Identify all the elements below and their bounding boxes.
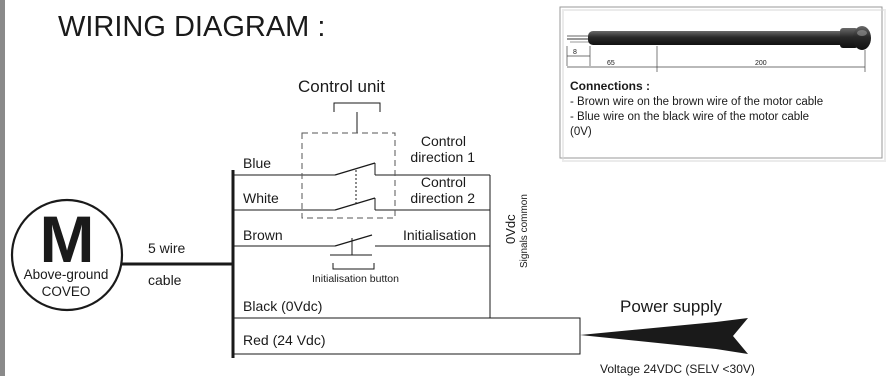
page-title: WIRING DIAGRAM : [58, 11, 325, 43]
switch-direction-2 [334, 197, 376, 211]
switch-direction-1 [334, 162, 376, 176]
dim-b-label: 200 [755, 60, 767, 67]
connections-line3: (0V) [570, 126, 592, 138]
initialisation-button: Initialisation button [312, 234, 399, 285]
black-wire-label: Black (0Vdc) [243, 298, 322, 314]
control-dir2-line1: Control [421, 174, 466, 190]
connections-line1: - Brown wire on the brown wire of the mo… [570, 96, 823, 108]
left-edge-strip [0, 0, 5, 376]
motor-cable-illustration [567, 26, 871, 50]
control-unit-dashed-box [301, 132, 396, 219]
common-label-0vdc: 0Vdc [503, 214, 518, 244]
white-wire-label: White [243, 190, 279, 206]
init-button-label: Initialisation button [312, 273, 399, 285]
dim-a-label: 65 [607, 60, 615, 67]
connections-line2: - Blue wire on the black wire of the mot… [570, 111, 809, 123]
connections-box: 8 65 200 Connections : - Brown wire on t… [559, 6, 886, 162]
control-dir1-line1: Control [421, 133, 466, 149]
motor-label-line1: Above-ground [24, 267, 109, 282]
control-dir1-line2: direction 1 [410, 149, 475, 165]
power-voltage-label: Voltage 24VDC (SELV <30V) [600, 362, 755, 376]
initialisation-label: Initialisation [403, 227, 476, 243]
blue-wire-label: Blue [243, 155, 271, 171]
red-wire-box [232, 317, 581, 355]
control-unit-label: Control unit [298, 77, 385, 96]
common-label-signals: Signals common [519, 194, 530, 268]
brown-wire-label: Brown [243, 227, 283, 243]
motor-symbol: M Above-ground COVEO [10, 198, 124, 312]
connections-heading: Connections : [570, 79, 650, 93]
control-unit: Control unit [298, 77, 396, 219]
dimension-lines [566, 46, 866, 72]
control-unit-bracket [333, 102, 381, 112]
motor-label-line2: COVEO [42, 284, 91, 299]
cable-label-line2: cable [148, 272, 182, 288]
power-supply-arrow [580, 318, 748, 354]
dim-tip-label: 8 [573, 49, 577, 56]
control-dir2-line2: direction 2 [410, 190, 475, 206]
cable-label-line1: 5 wire [148, 240, 186, 256]
red-wire-label: Red (24 Vdc) [243, 332, 325, 348]
power-supply-label: Power supply [620, 297, 723, 316]
motor-letter: M [40, 202, 95, 276]
motor-circle [10, 198, 124, 312]
